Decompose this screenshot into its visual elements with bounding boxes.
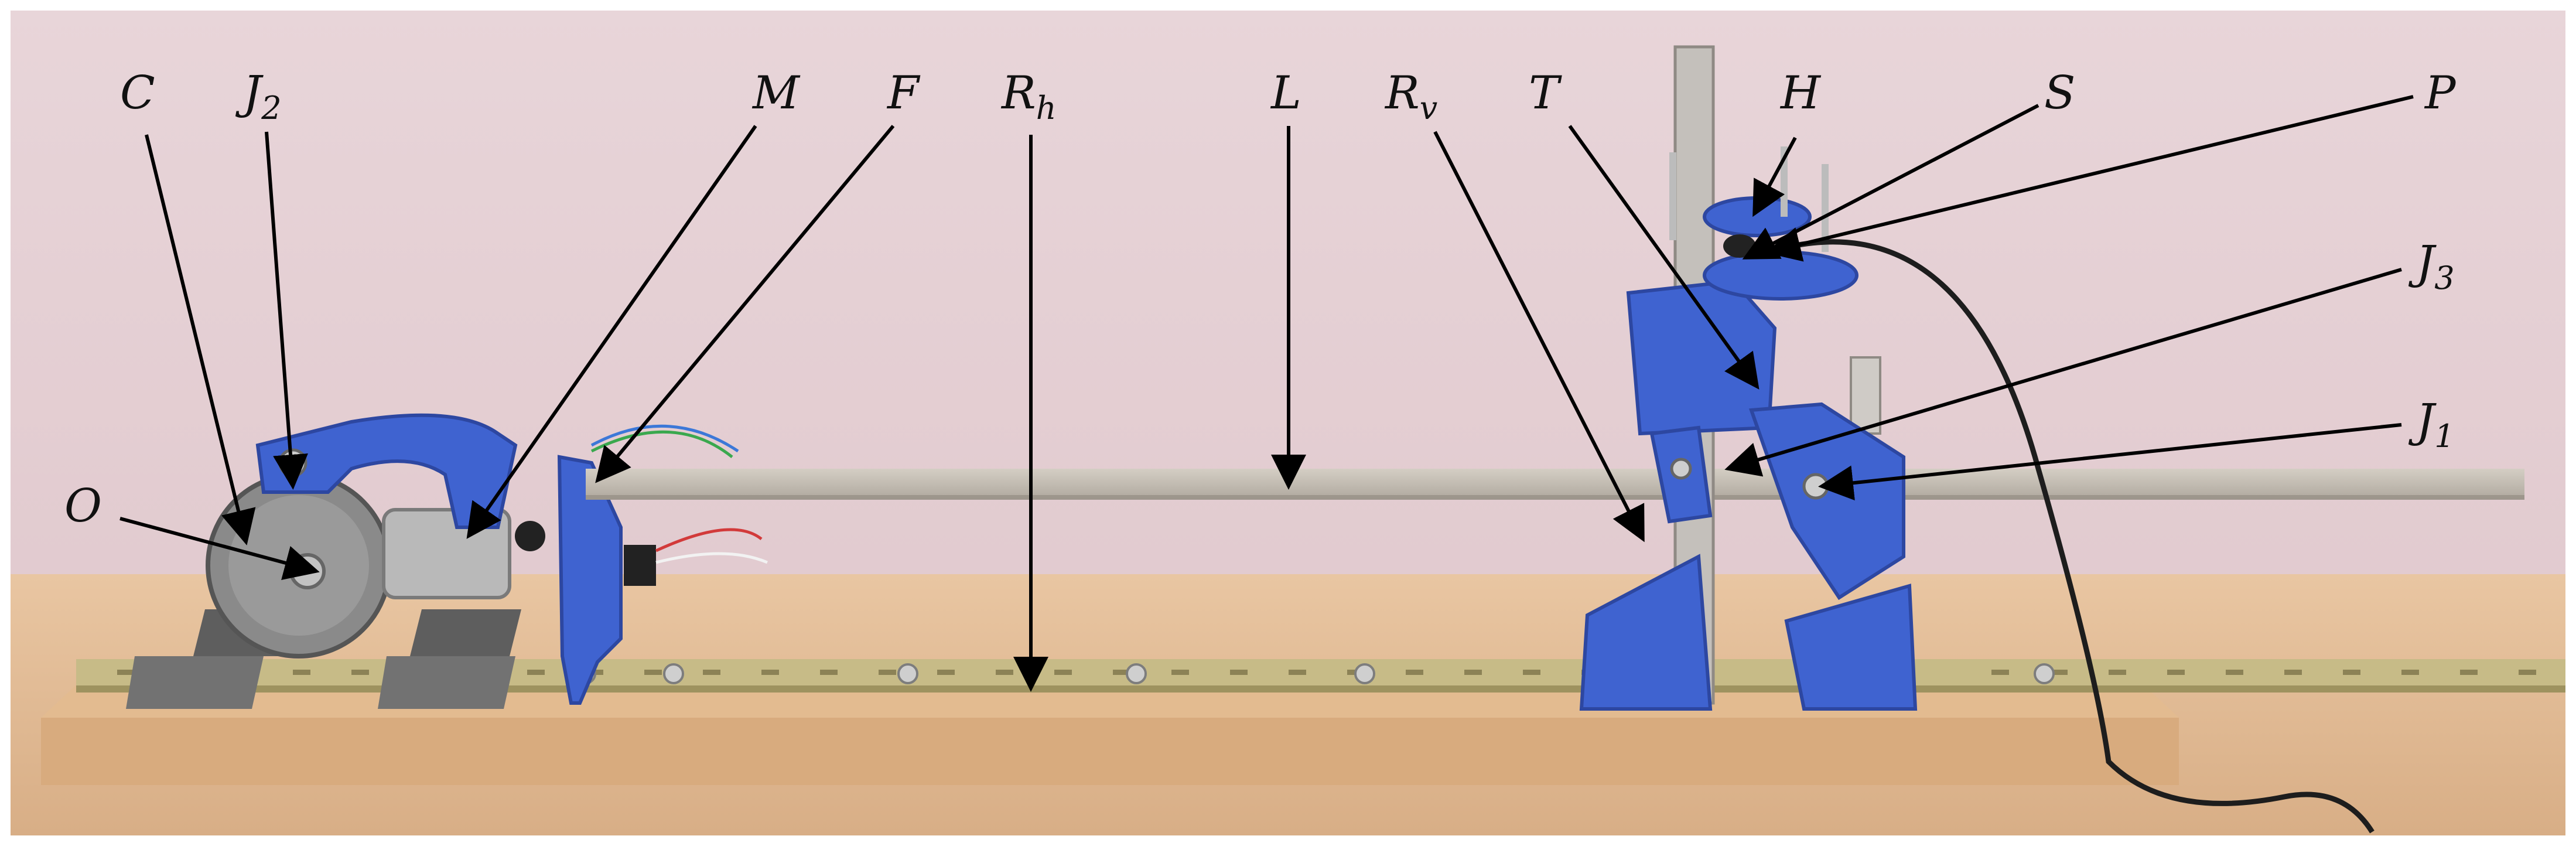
- label-rv: Rv: [1384, 67, 1437, 127]
- arrow-c: [145, 134, 256, 545]
- arrow-o: [119, 517, 320, 580]
- rod-l-shadow: [586, 495, 2524, 500]
- head-disc: [1703, 250, 1858, 301]
- arrow-j2: [265, 131, 308, 490]
- label-h: H: [1779, 67, 1822, 120]
- motor-encoder: [515, 521, 545, 551]
- arrow-rv: [1433, 131, 1645, 543]
- arrow-j3: [1724, 268, 2402, 477]
- label-p: P: [2424, 67, 2457, 120]
- right-assembly: [1579, 45, 1918, 711]
- cable: [1792, 239, 2375, 834]
- head-h: [1703, 196, 1812, 237]
- blue-frame-j2: [255, 413, 518, 529]
- label-c: C: [120, 67, 155, 120]
- annotation-labels: C J2 M F Rh L Rv T H S P J3 J1 O: [64, 67, 2457, 533]
- link-arm: [1748, 402, 1905, 601]
- arrow-t: [1568, 125, 1760, 390]
- short-post: [1850, 356, 1881, 435]
- label-t: T: [1529, 67, 1562, 120]
- arrow-f: [595, 125, 895, 483]
- label-rh: Rh: [1000, 67, 1057, 127]
- arrow-h: [1752, 137, 1797, 217]
- label-l: L: [1270, 67, 1301, 120]
- rod-l: [586, 469, 2524, 498]
- label-f: F: [886, 67, 921, 120]
- label-m: M: [751, 67, 801, 120]
- sensor-f: [624, 545, 656, 586]
- sensor-wires: [590, 424, 768, 564]
- wooden-board: [41, 718, 2179, 785]
- arrow-m: [466, 125, 757, 539]
- arrow-j1: [1818, 423, 2402, 501]
- annotation-arrows: [119, 95, 2414, 692]
- rail-edge: [76, 685, 2565, 693]
- label-s: S: [2044, 67, 2075, 120]
- label-o: O: [64, 480, 102, 533]
- arrow-p: [1765, 95, 2414, 262]
